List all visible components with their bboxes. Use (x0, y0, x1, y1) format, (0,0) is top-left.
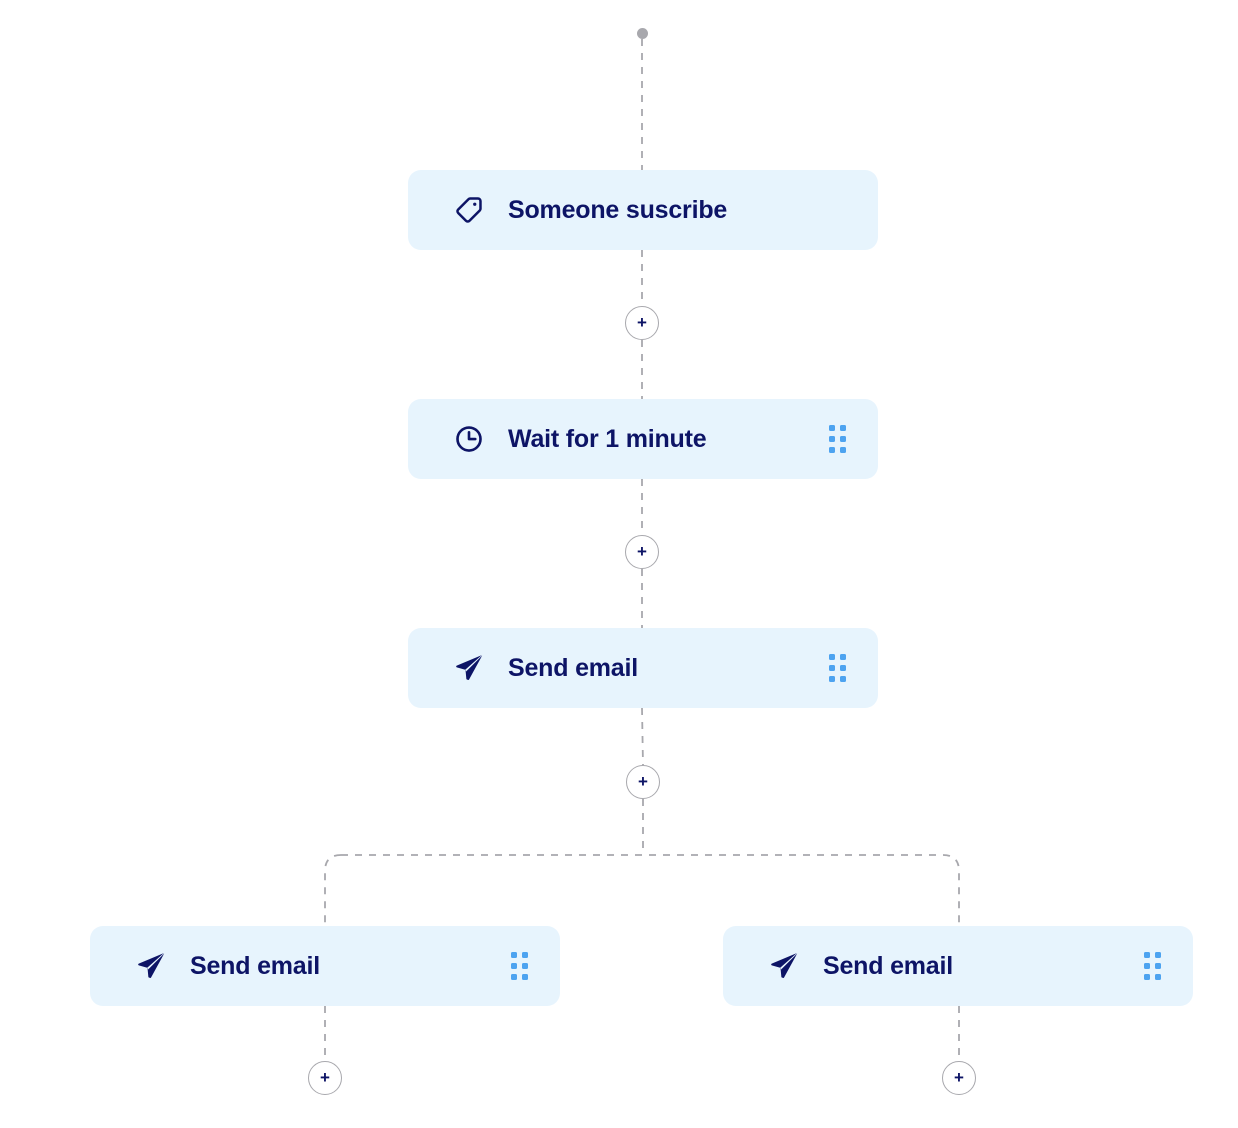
edge-email-to-add3 (641, 707, 644, 766)
drag-dot (522, 963, 528, 969)
drag-dot (522, 952, 528, 958)
node-label: Someone suscribe (508, 195, 728, 224)
drag-dot (840, 425, 846, 431)
plus-icon: + (954, 1067, 964, 1087)
send-icon (452, 651, 486, 685)
send-icon (767, 949, 801, 983)
drag-dot (522, 974, 528, 980)
drag-dot (829, 654, 835, 660)
drag-dot (1155, 963, 1161, 969)
plus-icon: + (320, 1067, 330, 1087)
add-step-button-branch-left[interactable]: + (308, 1061, 342, 1095)
drag-dot (1144, 963, 1150, 969)
workflow-node-action-wait[interactable]: Wait for 1 minute (408, 399, 878, 479)
node-label: Wait for 1 minute (508, 424, 707, 453)
node-label: Send email (190, 951, 320, 980)
add-step-button-after-trigger[interactable]: + (625, 306, 659, 340)
workflow-node-action-send-email-branch-right[interactable]: Send email (723, 926, 1193, 1006)
edge-branch-left-drop (324, 854, 342, 926)
drag-handle[interactable] (829, 425, 846, 453)
drag-dot (829, 665, 835, 671)
add-step-button-after-email[interactable]: + (626, 765, 660, 799)
node-label: Send email (823, 951, 953, 980)
drag-dot (1144, 974, 1150, 980)
drag-handle[interactable] (829, 654, 846, 682)
add-step-button-branch-right[interactable]: + (942, 1061, 976, 1095)
workflow-node-trigger-someone-subscribe[interactable]: Someone suscribe (408, 170, 878, 250)
drag-dot (1155, 952, 1161, 958)
drag-dot (511, 974, 517, 980)
drag-dot (1155, 974, 1161, 980)
edge-branch-right-drop (942, 854, 960, 926)
drag-dot (829, 436, 835, 442)
drag-handle[interactable] (511, 952, 528, 980)
workflow-node-action-send-email-main[interactable]: Send email (408, 628, 878, 708)
drag-dot (840, 447, 846, 453)
add-step-button-after-wait[interactable]: + (625, 535, 659, 569)
drag-dot (840, 436, 846, 442)
plus-icon: + (637, 312, 647, 332)
plus-icon: + (637, 541, 647, 561)
plus-icon: + (638, 771, 648, 791)
drag-dot (1144, 952, 1150, 958)
drag-dot (840, 676, 846, 682)
drag-handle[interactable] (1144, 952, 1161, 980)
drag-dot (840, 654, 846, 660)
send-icon (134, 949, 168, 983)
workflow-node-action-send-email-branch-left[interactable]: Send email (90, 926, 560, 1006)
tag-icon (452, 193, 486, 227)
drag-dot (829, 425, 835, 431)
drag-dot (829, 447, 835, 453)
drag-dot (511, 952, 517, 958)
drag-dot (829, 676, 835, 682)
node-label: Send email (508, 653, 638, 682)
workflow-start-dot (636, 27, 648, 39)
clock-icon (452, 422, 486, 456)
drag-dot (511, 963, 517, 969)
drag-dot (840, 665, 846, 671)
